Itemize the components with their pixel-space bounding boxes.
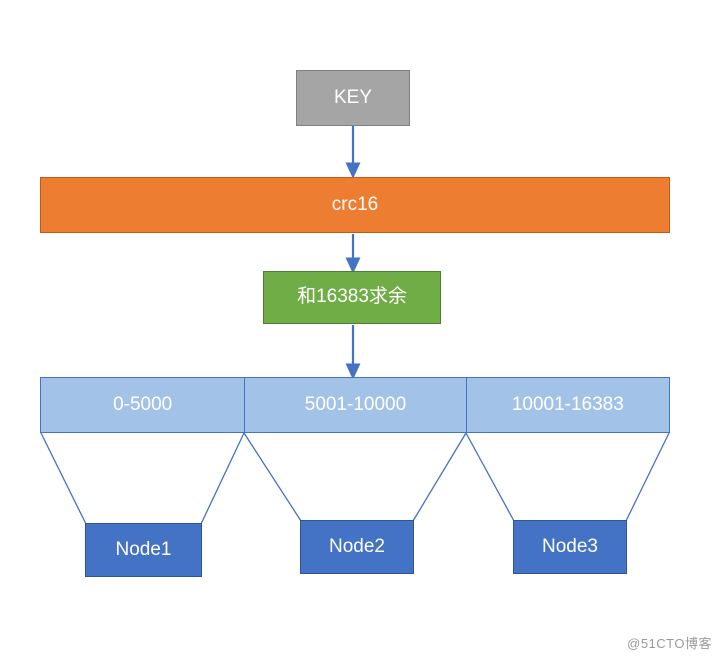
connector-slot1-node2-left [243, 432, 302, 522]
connector-slot2-node3-left [465, 432, 515, 522]
node-box-2-label: Node2 [329, 536, 385, 557]
modulo-box: 和16383求余 [263, 271, 441, 324]
connector-slot2-node3-right [625, 432, 670, 522]
crc16-box-label: crc16 [331, 193, 379, 215]
modulo-box-label: 和16383求余 [297, 286, 407, 308]
crc16-box: crc16 [40, 177, 670, 233]
node-box-3: Node3 [513, 520, 627, 574]
slot-range-cell-1: 5001-10000 [244, 378, 466, 432]
connector-slot0-node1-right [200, 432, 245, 525]
key-box-label: KEY [333, 86, 373, 108]
node-box-1-label: Node1 [115, 539, 172, 560]
connector-slot0-node1-left [40, 432, 87, 525]
slot-range-label-1: 5001-10000 [304, 394, 407, 415]
connector-slot1-node2-right [412, 432, 467, 522]
slot-range-label-2: 10001-16383 [511, 394, 624, 415]
slot-range-cell-0: 0-5000 [41, 378, 245, 432]
node-box-1: Node1 [85, 523, 202, 577]
slot-range-bar: 0-5000 5001-10000 10001-16383 [40, 377, 670, 433]
key-box: KEY [296, 70, 410, 126]
node-box-2: Node2 [300, 520, 414, 574]
watermark: @51CTO博客 [627, 636, 712, 651]
node-box-3-label: Node3 [542, 536, 598, 557]
slot-range-label-0: 0-5000 [113, 394, 173, 415]
slot-range-cell-2: 10001-16383 [465, 378, 669, 432]
